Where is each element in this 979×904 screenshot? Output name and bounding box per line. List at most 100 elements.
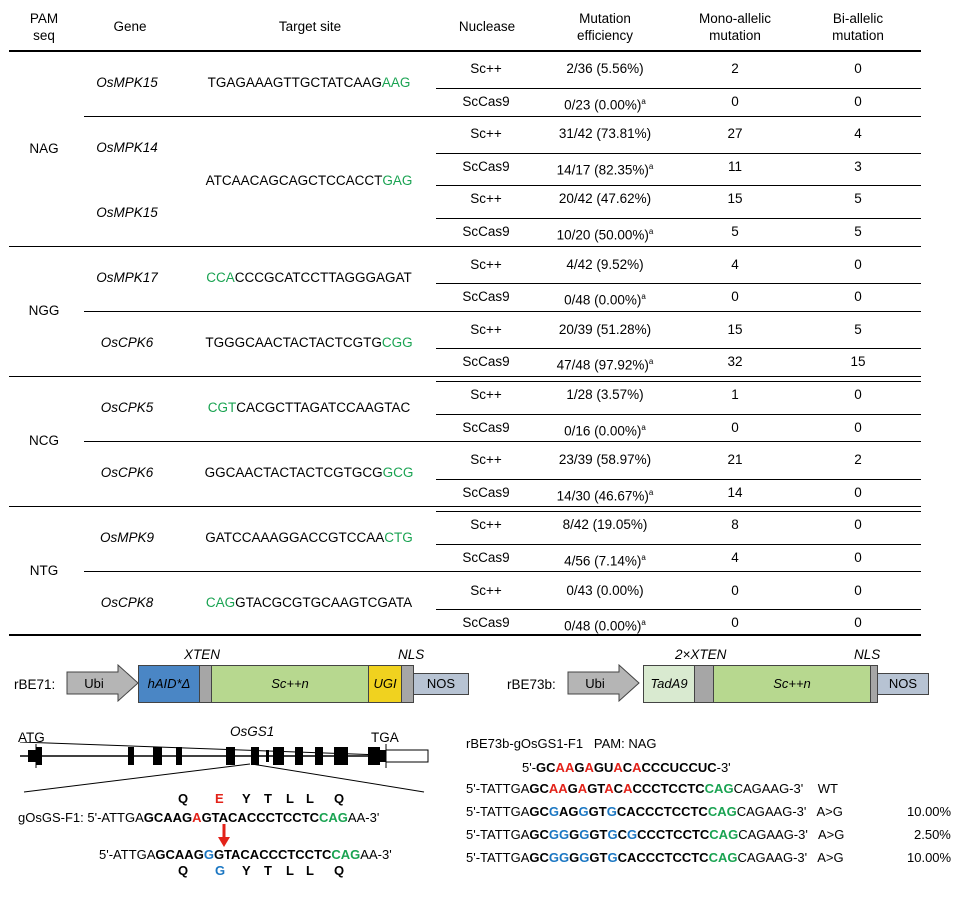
nos-box: NOS	[413, 673, 469, 695]
gene-name: OsCPK8	[100, 595, 154, 610]
alignment-title: rBE73b-gOsGS1-F1 PAM: NAG	[466, 736, 657, 751]
nuclease-cell: ScCas9	[462, 485, 510, 500]
bi-cell: 5	[854, 191, 862, 206]
nuclease-cell: Sc++	[470, 61, 502, 76]
nuclease-cell: Sc++	[470, 517, 502, 532]
header-nuclease: Nuclease	[458, 19, 516, 34]
footnote-mark: a	[648, 162, 654, 171]
target-site: GGCAACTACTACTCGTGCGGCG	[204, 465, 414, 480]
nls-label: NLS	[854, 647, 881, 662]
edit-row: 5'-TATTGAGCGGGGGTGCACCCTCCTCCAGCAGAAG-3'…	[466, 850, 844, 865]
row-rule	[436, 185, 921, 186]
row-rule	[436, 609, 921, 610]
mono-cell: 14	[727, 485, 743, 500]
bi-cell: 3	[854, 159, 862, 174]
gene-name: OsCPK6	[100, 335, 154, 350]
header-gene: Gene	[113, 19, 147, 34]
mono-cell: 0	[731, 94, 739, 109]
nuclease-cell: ScCas9	[462, 159, 510, 174]
mono-cell: 5	[731, 224, 739, 239]
mono-cell: 0	[731, 289, 739, 304]
mono-cell: 2	[731, 61, 739, 76]
row-rule	[84, 116, 921, 117]
pam-group-ntg: NTG	[29, 563, 59, 578]
tada-box: TadA9	[643, 665, 695, 703]
efficiency-cell: 0/23 (0.00%)a	[564, 97, 646, 113]
efficiency-cell: 14/30 (46.67%)a	[556, 488, 654, 504]
nuclease-cell: ScCas9	[462, 615, 510, 630]
tga-label: TGA	[371, 730, 399, 745]
mono-cell: 0	[731, 583, 739, 598]
mono-cell: 15	[727, 191, 743, 206]
row-rule	[436, 348, 921, 349]
svg-text:Ubi: Ubi	[84, 676, 104, 691]
mono-cell: 0	[731, 420, 739, 435]
ugi-box: UGI	[368, 665, 402, 703]
footnote-mark: a	[641, 97, 646, 106]
nls-label: NLS	[398, 647, 425, 662]
efficiency-cell: 4/56 (7.14%)a	[564, 553, 646, 569]
gene-name: OsMPK14	[96, 140, 158, 155]
bi-cell: 0	[854, 485, 862, 500]
ubi-promoter-arrow: Ubi	[567, 664, 640, 702]
nuclease-cell: Sc++	[470, 452, 502, 467]
gene-name: OsMPK9	[99, 530, 155, 545]
ubi-promoter-arrow: Ubi	[66, 664, 139, 702]
wt-row: 5'-TATTGAGCAAGAGTACACCCTCCTCCAGCAGAAG-3'…	[466, 781, 838, 796]
footnote-mark: a	[648, 227, 654, 236]
target-site: CCACCCGCATCCTTAGGGAGAT	[206, 270, 412, 285]
gene-name: OsMPK17	[96, 270, 158, 285]
efficiency-cell: 1/28 (3.57%)	[566, 387, 644, 402]
efficiency-cell: 23/39 (58.97%)	[558, 452, 652, 467]
efficiency-cell: 31/42 (73.81%)	[558, 126, 652, 141]
target-site: ATCAACAGCAGCTCCACCTGAG	[205, 173, 413, 188]
target-site: GATCCAAAGGACCGTCCAACTG	[205, 530, 413, 545]
efficiency-cell: 0/48 (0.00%)a	[564, 292, 646, 308]
row-rule	[436, 283, 921, 284]
efficiency-cell: 2/36 (5.56%)	[566, 61, 644, 76]
efficiency-cell: 20/42 (47.62%)	[558, 191, 652, 206]
gene-name: OsCPK5	[100, 400, 154, 415]
xten-linker	[694, 665, 714, 703]
bi-cell: 0	[854, 615, 862, 630]
nuclease-cell: ScCas9	[462, 224, 510, 239]
nuclease-cell: ScCas9	[462, 550, 510, 565]
header-efficiency: Mutation efficiency	[576, 11, 634, 43]
efficiency-cell: 10/20 (50.00%)a	[556, 227, 654, 243]
row-rule	[436, 414, 921, 415]
header-pam: PAM seq	[29, 11, 59, 43]
gene-label: OsGS1	[230, 724, 275, 739]
row-rule	[436, 218, 921, 219]
mono-cell: 15	[727, 322, 743, 337]
bi-cell: 2	[854, 452, 862, 467]
row-rule	[436, 88, 921, 89]
bi-cell: 0	[854, 583, 862, 598]
row-rule	[436, 479, 921, 480]
bi-cell: 0	[854, 420, 862, 435]
nuclease-cell: Sc++	[470, 126, 502, 141]
nuclease-cell: ScCas9	[462, 289, 510, 304]
bi-cell: 0	[854, 289, 862, 304]
efficiency-cell: 20/39 (51.28%)	[558, 322, 652, 337]
mono-cell: 32	[727, 354, 743, 369]
header-target: Target site	[278, 19, 342, 34]
row-rule	[436, 544, 921, 545]
mono-cell: 27	[727, 126, 743, 141]
bi-cell: 0	[854, 550, 862, 565]
row-rule	[9, 246, 921, 247]
row-rule	[436, 153, 921, 154]
gene-name: OsMPK15	[96, 75, 158, 90]
efficiency-cell: 0/43 (0.00%)	[566, 583, 644, 598]
efficiency-cell: 47/48 (97.92%)a	[556, 357, 654, 373]
guide-sequence: gOsGS-F1: 5'-ATTGAGCAAGAGTACACCCTCCTCCAG…	[18, 810, 380, 825]
footnote-mark: a	[641, 553, 646, 562]
efficiency-cell: 8/42 (19.05%)	[562, 517, 648, 532]
nuclease-cell: ScCas9	[462, 420, 510, 435]
xten-label: 2×XTEN	[675, 647, 727, 662]
footnote-mark: a	[648, 488, 654, 497]
target-site: CAGGTACGCGTGCAAGTCGATA	[205, 595, 413, 610]
row-rule	[436, 511, 921, 512]
header-mono: Mono-allelic mutation	[698, 11, 772, 43]
nuclease-cell: Sc++	[470, 257, 502, 272]
svg-text:Ubi: Ubi	[585, 676, 605, 691]
